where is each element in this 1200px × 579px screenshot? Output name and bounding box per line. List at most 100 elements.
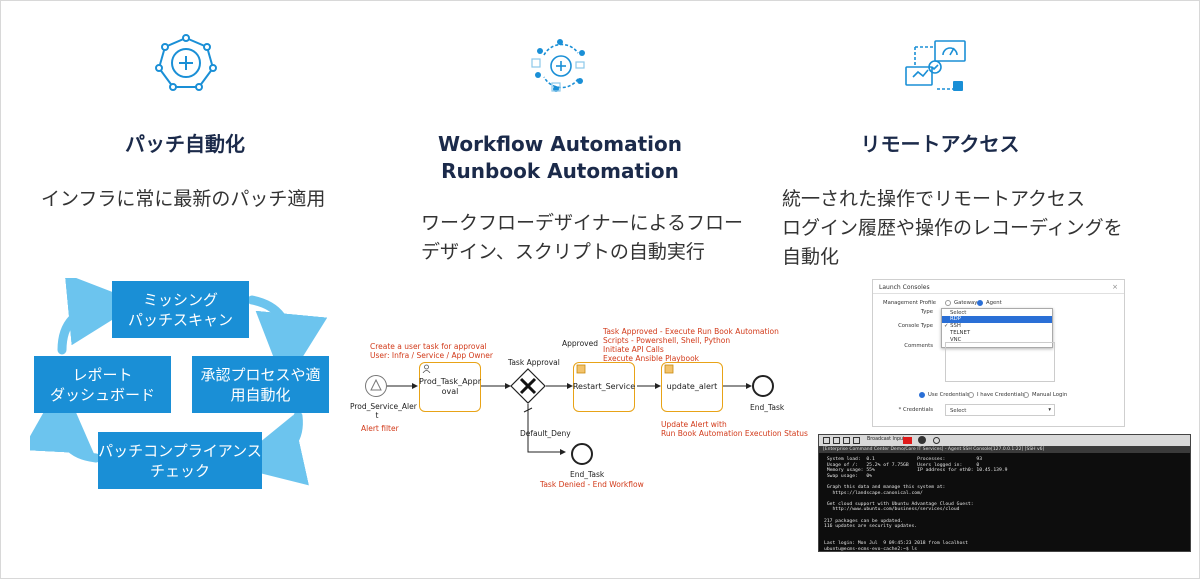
broadcast-input-label: Broadcast Input bbox=[867, 437, 905, 442]
type-option-rdp[interactable]: RDP bbox=[942, 316, 1052, 323]
task-approved-note: Task Approved - Execute Run Book Automat… bbox=[603, 327, 779, 336]
task-label-line: oval bbox=[441, 387, 459, 396]
alert-icon bbox=[370, 379, 382, 391]
scripts-note-line: Execute Ansible Playbook bbox=[603, 354, 700, 363]
console-type-label: Console Type bbox=[898, 323, 933, 329]
default-deny-label: Default_Deny bbox=[520, 429, 571, 438]
user-icon bbox=[422, 364, 431, 373]
toolbar-icon[interactable] bbox=[843, 437, 850, 444]
task-label: Restart_Service bbox=[572, 382, 636, 391]
radio-gateway-label: Gateway bbox=[954, 300, 978, 306]
remote-description-line-2: ログイン履歴や操作のレコーディングを bbox=[782, 217, 1123, 239]
dialog-title: Launch Consoles bbox=[879, 284, 930, 291]
scripts-note-line: Scripts - Powershell, Shell, Python bbox=[603, 336, 731, 345]
approved-label: Approved bbox=[562, 339, 598, 348]
type-label: Type bbox=[920, 309, 933, 315]
manual-login-label: Manual Login bbox=[1032, 392, 1068, 398]
update-note-line: Update Alert with bbox=[661, 420, 727, 429]
start-event[interactable] bbox=[365, 375, 387, 397]
cycle-step-label: パッチコンプライアンス bbox=[98, 441, 262, 460]
remote-access-title: リモートアクセス bbox=[860, 132, 1020, 156]
workflow-connectors bbox=[387, 383, 752, 455]
type-option-vnc[interactable]: VNC bbox=[950, 337, 962, 343]
approval-gateway[interactable] bbox=[510, 368, 546, 404]
comments-textarea[interactable] bbox=[945, 342, 1055, 382]
radio-use-credentials[interactable] bbox=[919, 392, 925, 398]
type-option-ssh-label: SSH bbox=[950, 323, 961, 329]
task-label: update_alert bbox=[666, 382, 718, 391]
workflow-automation-title: Workflow Automation Runbook Automation bbox=[410, 131, 710, 185]
type-dropdown[interactable]: Select RDP ✓ SSH TELNET VNC bbox=[941, 308, 1053, 348]
toolbar-icon[interactable] bbox=[823, 437, 830, 444]
type-option-telnet[interactable]: TELNET bbox=[950, 330, 971, 336]
credentials-select[interactable]: Select ▾ bbox=[945, 404, 1055, 416]
cycle-step-label: 用自動化 bbox=[230, 385, 291, 404]
end-task-event[interactable] bbox=[571, 443, 593, 465]
script-icon bbox=[664, 364, 674, 374]
terminal-toolbar: Broadcast Input bbox=[819, 435, 1190, 446]
end-task-label: End_Task bbox=[570, 470, 605, 479]
cycle-arrows bbox=[30, 278, 328, 486]
credentials-select-value: Select bbox=[950, 408, 967, 414]
task-denied-note: Task Denied - End Workflow bbox=[540, 480, 644, 489]
scripts-note: Scripts - Powershell, Shell, Python Init… bbox=[603, 336, 730, 363]
radio-have-credentials[interactable] bbox=[968, 392, 974, 398]
record-indicator[interactable] bbox=[903, 437, 912, 444]
arrow-approval-to-compliance bbox=[230, 411, 309, 486]
cycle-step-label: 承認プロセスや適 bbox=[200, 365, 321, 384]
workflow-gears-icon bbox=[531, 39, 585, 92]
arrow-compliance-to-report bbox=[30, 380, 101, 463]
remote-access-description: 統一された操作でリモートアクセス ログイン履歴や操作のレコーディングを 自動化 bbox=[782, 185, 1123, 272]
scripts-note-line: Initiate API Calls bbox=[603, 345, 664, 354]
start-event-label-line: t bbox=[375, 411, 379, 420]
close-icon[interactable]: × bbox=[1112, 283, 1118, 291]
cycle-step-report-dashboard: レポート ダッシュボード bbox=[34, 356, 171, 413]
management-profile-label: Management Profile bbox=[883, 300, 937, 306]
type-option-ssh[interactable]: ✓ SSH bbox=[942, 323, 1052, 330]
terminal-tab[interactable]: [Enterprise Command Center Demo/Core IT … bbox=[819, 446, 1190, 453]
check-icon: ✓ bbox=[944, 323, 951, 329]
toolbar-icon[interactable] bbox=[833, 437, 840, 444]
toolbar-icon[interactable] bbox=[853, 437, 860, 444]
patch-automation-title: パッチ自動化 bbox=[125, 132, 245, 156]
remote-description-line-1: 統一された操作でリモートアクセス bbox=[782, 188, 1086, 210]
workflow-title-line-1: Workflow Automation bbox=[437, 132, 682, 156]
radio-agent-label: Agent bbox=[986, 300, 1002, 306]
cycle-step-label: ダッシュボード bbox=[49, 385, 155, 404]
radio-manual-login[interactable] bbox=[1023, 392, 1029, 398]
cycle-step-compliance-check: パッチコンプライアンス チェック bbox=[98, 432, 262, 489]
cycle-step-missing-patch-scan: ミッシング パッチスキャン bbox=[112, 281, 249, 338]
alert-filter-label: Alert filter bbox=[361, 424, 399, 433]
patch-description-line: インフラに常に最新のパッチ適用 bbox=[41, 188, 326, 210]
user-task-note: Create a user task for approval User: In… bbox=[370, 342, 493, 360]
stop-icon[interactable] bbox=[918, 436, 926, 444]
script-icon bbox=[576, 364, 586, 374]
settings-icon[interactable] bbox=[933, 437, 940, 444]
end-event[interactable] bbox=[752, 375, 774, 397]
start-event-label-line: Prod_Service_Aler bbox=[350, 402, 417, 411]
cycle-step-label: レポート bbox=[72, 365, 133, 384]
task-prod-approval[interactable]: Prod_Task_Appr oval bbox=[419, 362, 481, 412]
arrow-report-to-scan bbox=[57, 278, 140, 355]
cycle-step-label: パッチスキャン bbox=[127, 310, 233, 329]
remote-description-line-3: 自動化 bbox=[782, 246, 840, 268]
cycle-step-label: ミッシング bbox=[142, 290, 218, 309]
update-alert-note: Update Alert with Run Book Automation Ex… bbox=[661, 420, 808, 438]
radio-agent[interactable] bbox=[977, 300, 983, 306]
user-task-note-line: User: Infra / Service / App Owner bbox=[370, 351, 493, 360]
workflow-title-line-2: Runbook Automation bbox=[441, 159, 679, 183]
have-credentials-label: I have Credentials bbox=[977, 392, 1025, 398]
patch-automation-description: インフラに常に最新のパッチ適用 bbox=[41, 185, 325, 214]
cycle-step-label: チェック bbox=[149, 461, 210, 480]
workflow-description-line-2: デザイン、スクリプトの自動実行 bbox=[421, 241, 705, 263]
launch-consoles-dialog: Launch Consoles × Management Profile Gat… bbox=[872, 279, 1125, 427]
ssh-terminal-window: Broadcast Input [Enterprise Command Cent… bbox=[818, 434, 1191, 552]
user-task-note-line: Create a user task for approval bbox=[370, 342, 487, 351]
task-label-line: Prod_Task_Appr bbox=[419, 377, 481, 386]
terminal-output[interactable]: System load: 0.1 Processes: 93 Usage of … bbox=[824, 457, 1008, 552]
type-option-select[interactable]: Select bbox=[950, 310, 967, 316]
comments-label: Comments bbox=[904, 343, 933, 349]
chevron-down-icon: ▾ bbox=[1048, 407, 1051, 413]
workflow-description: ワークフローデザイナーによるフロー デザイン、スクリプトの自動実行 bbox=[421, 209, 743, 267]
radio-gateway[interactable] bbox=[945, 300, 951, 306]
